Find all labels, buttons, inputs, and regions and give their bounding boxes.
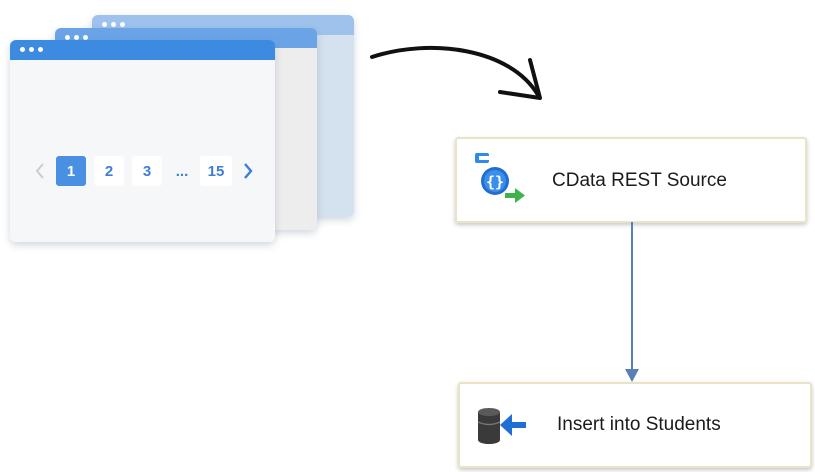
rest-source-icon: {} xyxy=(475,153,525,203)
component-label: Insert into Students xyxy=(557,414,721,435)
chevron-right-icon[interactable] xyxy=(240,156,256,186)
pagination: 1 2 3 ... 15 xyxy=(32,153,256,189)
page-button-1[interactable]: 1 xyxy=(56,156,86,186)
page-button-3[interactable]: 3 xyxy=(132,156,162,186)
window-body: 1 2 3 ... 15 xyxy=(10,60,275,242)
page-button-last[interactable]: 15 xyxy=(200,156,232,186)
window-controls xyxy=(20,47,43,52)
window-controls xyxy=(65,35,88,40)
page-button-2[interactable]: 2 xyxy=(94,156,124,186)
data-flow-connector xyxy=(625,222,639,382)
component-label: CData REST Source xyxy=(552,170,727,191)
chevron-left-icon[interactable] xyxy=(32,156,48,186)
browser-window-front: 1 2 3 ... 15 xyxy=(10,40,275,242)
page-ellipsis: ... xyxy=(175,162,189,180)
window-controls xyxy=(102,22,125,27)
insert-destination-component[interactable]: Insert into Students xyxy=(458,382,812,468)
svg-text:{}: {} xyxy=(486,173,504,191)
window-title-bar xyxy=(10,40,275,60)
rest-source-component[interactable]: {} CData REST Source xyxy=(455,137,807,223)
database-insert-icon xyxy=(477,408,526,444)
curved-arrow-icon xyxy=(370,45,542,100)
